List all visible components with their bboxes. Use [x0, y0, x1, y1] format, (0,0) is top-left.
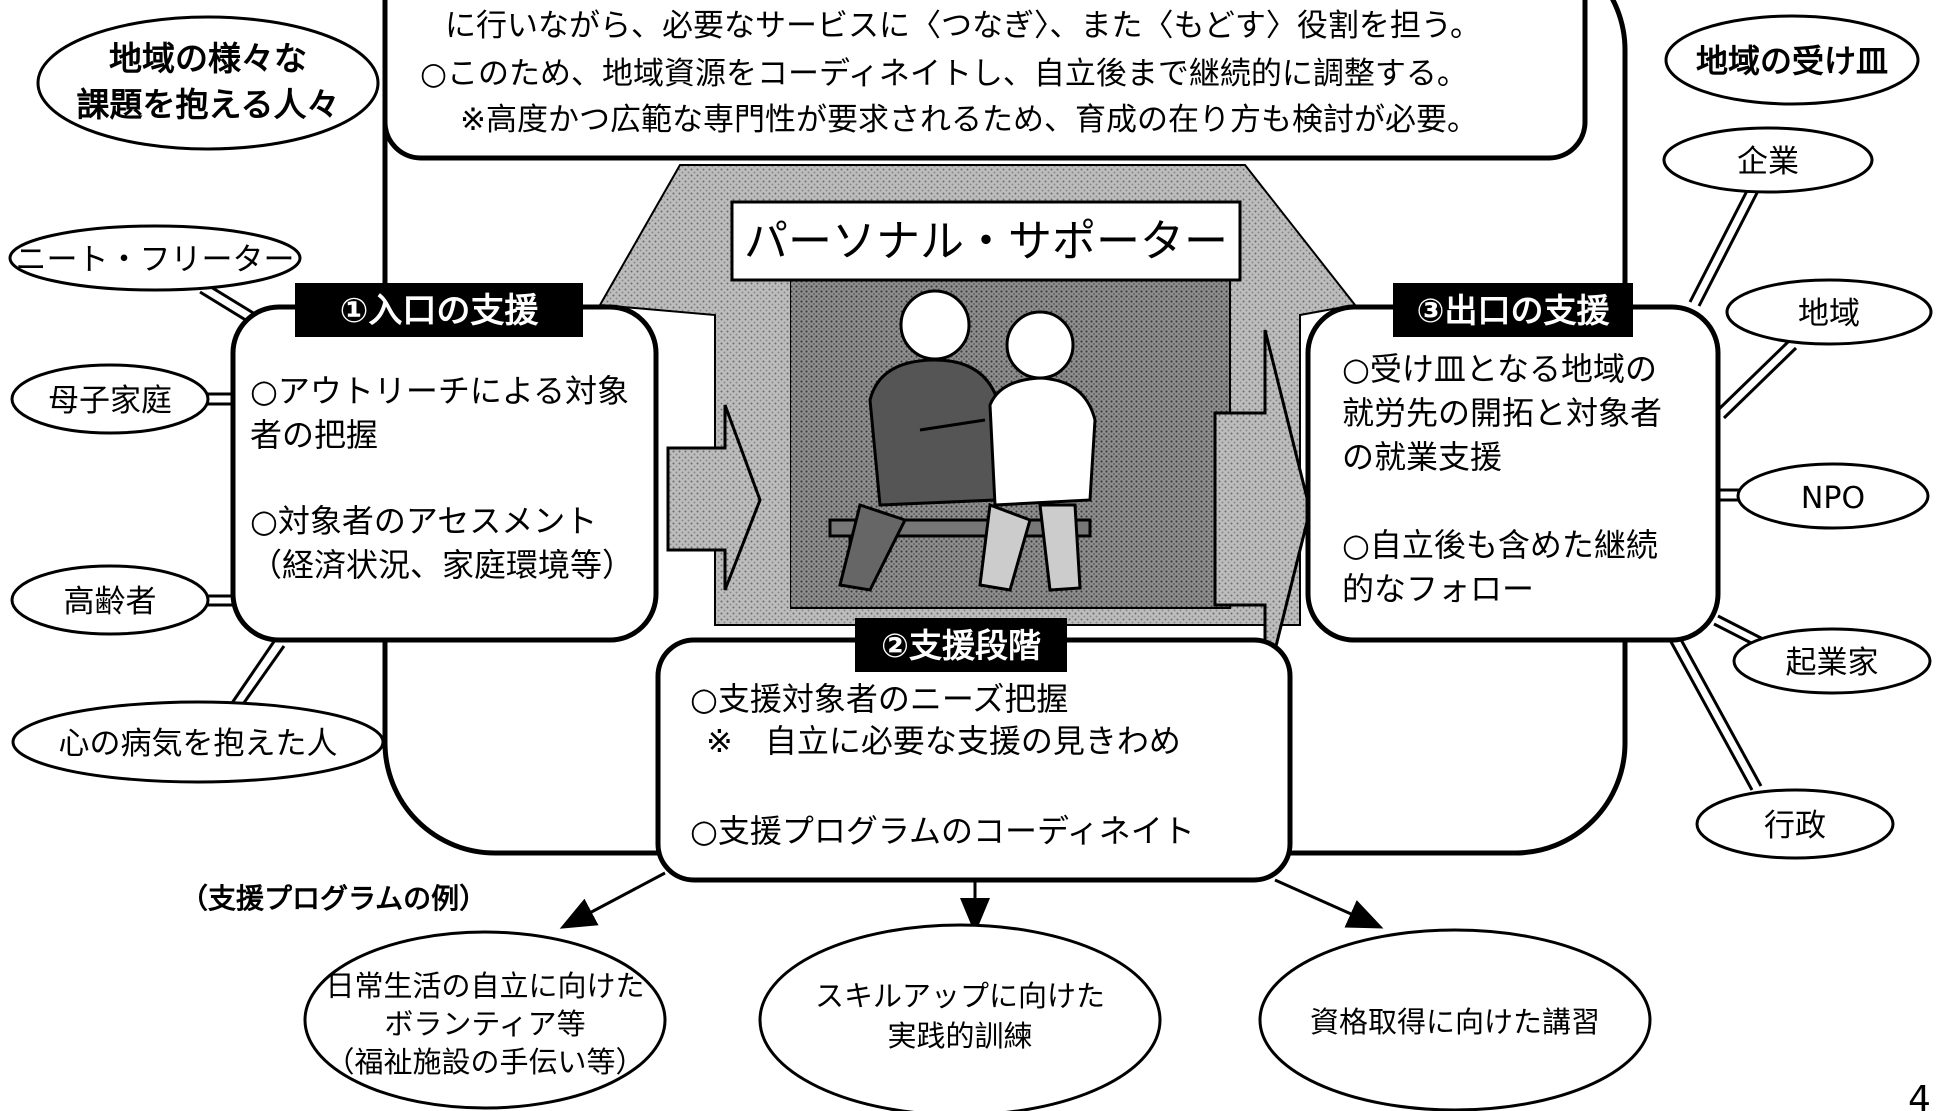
left-item-2: 母子家庭 [10, 363, 210, 435]
right-item-2: 地域 [1725, 278, 1933, 346]
left-group-title: 地域の様々な 課題を抱える人々 [36, 15, 380, 151]
program-item-1: 日常生活の自立に向けた ボランティア等 （福祉施設の手伝い等） [303, 930, 667, 1110]
left-title-line-1: 地域の様々な [109, 39, 307, 78]
left-item-1: ニート・フリーター [8, 224, 302, 292]
program-3-line-1: 資格取得に向けた講習 [1310, 1005, 1600, 1039]
right-item-5: 行政 [1695, 788, 1895, 860]
right-item-1: 企業 [1662, 126, 1874, 194]
entrance-line-3: ○対象者のアセスメント [250, 502, 597, 540]
program-arrows [559, 871, 1384, 934]
flow-arrows [666, 329, 1312, 691]
exit-header-bg [1393, 283, 1633, 337]
program-1-line-3: （福祉施設の手伝い等） [325, 1045, 644, 1079]
supporter-figure-illustration [828, 289, 1097, 592]
exit-line-5: 的なフォロー [1342, 570, 1534, 608]
program-1-line-2: ボランティア等 [384, 1007, 585, 1041]
program-2-line-1: スキルアップに向けた [815, 979, 1105, 1013]
support-line-3: ○支援プログラムのコーディネイト [690, 812, 1195, 850]
entrance-support-box: ①入口の支援 ○アウトリーチによる対象 者の把握 ○対象者のアセスメント （経済… [230, 283, 659, 643]
exit-support-box: ③出口の支援 ○受け皿となる地域の 就労先の開拓と対象者 の就業支援 ○自立後も… [1305, 283, 1721, 643]
program-examples-label: （支援プログラムの例） [180, 882, 487, 915]
top-box-line-1: に行いながら、必要なサービスに〈つなぎ〉、また〈もどす〉役割を担う。 [445, 8, 1481, 44]
support-line-2: ※ 自立に必要な支援の見きわめ [706, 722, 1181, 760]
exit-line-2: 就労先の開拓と対象者 [1342, 394, 1662, 432]
left-item-2-label: 母子家庭 [48, 383, 172, 419]
right-item-4: 起業家 [1732, 627, 1932, 695]
center-house: パーソナル・サポーター [598, 164, 1357, 626]
support-stage-box: ②支援段階 ○支援対象者のニーズ把握 ※ 自立に必要な支援の見きわめ ○支援プロ… [655, 618, 1293, 883]
left-item-1-label: ニート・フリーター [16, 242, 295, 278]
program-1-line-1: 日常生活の自立に向けた [325, 969, 644, 1003]
exit-header: ③出口の支援 [1417, 291, 1611, 330]
entrance-header-bg [295, 283, 583, 337]
center-title-box [730, 200, 1242, 282]
support-line-1: ○支援対象者のニーズ把握 [690, 680, 1068, 718]
right-item-4-label: 起業家 [1786, 645, 1879, 681]
right-item-2-label: 地域 [1798, 296, 1860, 332]
page-number: 4 [1908, 1079, 1931, 1111]
left-item-3: 高齢者 [10, 564, 210, 636]
left-item-3-label: 高齢者 [64, 584, 157, 620]
center-title: パーソナル・サポーター [744, 216, 1228, 267]
exit-arrow [1213, 329, 1312, 691]
support-header-bg [855, 618, 1067, 672]
top-box-line-3: ※高度かつ広範な専門性が要求されるため、育成の在り方も検討が必要。 [460, 102, 1478, 138]
right-connectors [1668, 184, 1798, 791]
left-title-line-2: 課題を抱える人々 [76, 85, 339, 124]
right-group-title: 地域の受け皿 [1664, 14, 1920, 106]
entrance-header: ①入口の支援 [340, 291, 540, 331]
support-header: ②支援段階 [881, 626, 1041, 665]
right-item-1-label: 企業 [1737, 144, 1799, 180]
entry-arrow [666, 404, 762, 591]
right-title: 地域の受け皿 [1696, 42, 1888, 80]
right-item-5-label: 行政 [1764, 808, 1826, 844]
program-item-3: 資格取得に向けた講習 [1258, 928, 1652, 1111]
entrance-line-1: ○アウトリーチによる対象 [250, 372, 629, 410]
entrance-line-4: （経済状況、家庭環境等） [250, 546, 634, 584]
exit-line-1: ○受け皿となる地域の [1342, 350, 1657, 388]
exit-line-3: の就業支援 [1342, 438, 1502, 476]
top-box-line-2: ○このため、地域資源をコーディネイトし、自立後まで継続的に調整する。 [420, 56, 1468, 92]
entrance-line-2: 者の把握 [250, 416, 378, 454]
program-2-line-2: 実践的訓練 [887, 1019, 1032, 1053]
right-item-3: NPO [1736, 462, 1930, 530]
program-item-2: スキルアップに向けた 実践的訓練 [758, 923, 1162, 1111]
top-description-box: に行いながら、必要なサービスに〈つなぎ〉、また〈もどす〉役割を担う。 ○このため… [382, 0, 1588, 161]
left-item-4: 心の病気を抱えた人 [11, 700, 385, 784]
left-item-4-label: 心の病気を抱えた人 [59, 726, 338, 762]
exit-line-4: ○自立後も含めた継続 [1342, 526, 1658, 564]
right-item-3-label: NPO [1801, 481, 1865, 516]
